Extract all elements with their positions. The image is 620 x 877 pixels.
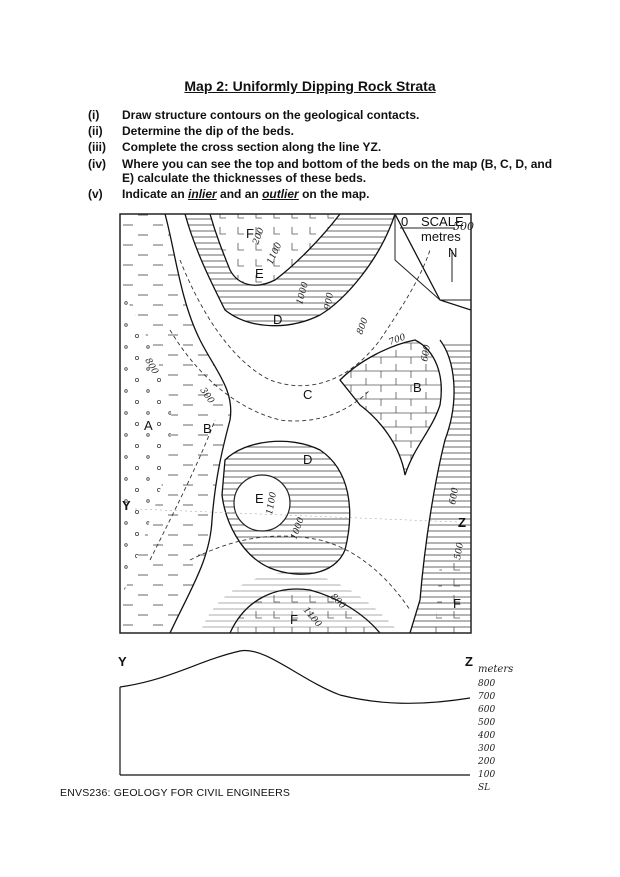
task-number: (iv): [88, 156, 106, 171]
task-item: (ii) Determine the dip of the beds.: [88, 124, 558, 138]
section-label-y: Y: [118, 654, 127, 669]
map-body: [120, 214, 471, 633]
map-frame: [119, 213, 472, 634]
task-number: (i): [88, 108, 100, 122]
elevation-label: 400: [477, 731, 495, 741]
task-text: Complete the cross section along the lin…: [122, 140, 382, 155]
section-elevation-labels: meters 800 700 600 500 400 300 200 100 S…: [477, 664, 513, 793]
elevation-label: 700: [478, 692, 495, 702]
elevation-label: 100: [478, 770, 495, 780]
task-number: (iii): [88, 140, 106, 155]
contour-label: 600: [448, 487, 461, 506]
topographic-contours: [149, 249, 431, 611]
elevation-label: 800: [478, 679, 495, 689]
topographic-profile: [119, 649, 471, 704]
unit-e-central-outline: [233, 474, 291, 532]
unit-label-a: A: [144, 418, 153, 433]
task-text: Where you can see the top and bottom of …: [122, 156, 553, 185]
scale-unit: metres: [421, 229, 461, 244]
unit-label-f: F: [453, 596, 461, 611]
elevation-label: 600: [478, 705, 495, 715]
task-text: Indicate an inlier and an outlier on the…: [122, 186, 370, 201]
section-point-y: Y: [122, 498, 131, 513]
section-line-yz: [134, 508, 459, 523]
scale-value: 500: [453, 220, 474, 233]
section-label-z: Z: [465, 654, 473, 669]
contour-label: 600: [420, 344, 433, 363]
task-item: (iv) Where you can see the top and botto…: [88, 157, 558, 185]
task-number: (v): [88, 186, 103, 201]
elevation-label: 200: [477, 757, 495, 767]
unit-b-area: [120, 214, 231, 633]
unit-label-b: B: [413, 380, 422, 395]
unit-label-f: F: [290, 612, 298, 627]
section-point-z: Z: [458, 515, 466, 530]
task-text: Draw structure contours on the geologica…: [122, 108, 420, 122]
contour-label: 900: [323, 292, 336, 311]
unit-d-east-area: [410, 340, 471, 633]
task-item: (i) Draw structure contours on the geolo…: [88, 108, 558, 122]
page-title: Map 2: Uniformly Dipping Rock Strata: [184, 78, 436, 94]
task-item: (iii) Complete the cross section along t…: [88, 140, 558, 154]
unit-d-south-area: [200, 571, 400, 633]
page-footer: ENVS236: GEOLOGY FOR CIVIL ENGINEERS: [60, 787, 291, 799]
unit-label-d: D: [273, 312, 282, 327]
scale-zero: 0: [401, 214, 408, 229]
contour-label: 500: [453, 542, 466, 561]
task-text: Determine the dip of the beds.: [122, 124, 295, 139]
task-item: (v) Indicate an inlier and an outlier on…: [88, 187, 558, 201]
task-number: (ii): [88, 124, 103, 139]
elevation-label: 300: [478, 744, 495, 754]
cross-section: [119, 649, 471, 776]
unit-label-d: D: [303, 452, 312, 467]
north-label: N: [448, 245, 457, 260]
scale-label: SCALE: [421, 214, 464, 229]
inlier-term: inlier: [188, 186, 217, 201]
unit-label-f: F: [246, 226, 254, 241]
outlier-term: outlier: [262, 186, 299, 201]
task-list: (i) Draw structure contours on the geolo…: [88, 108, 558, 203]
unit-label-e: E: [255, 491, 264, 506]
contour-label: 1100: [265, 491, 279, 516]
unit-labels: A B B C D D E E F F F Y Z: [122, 226, 466, 627]
elevation-label: 500: [478, 718, 495, 728]
geological-contacts: [164, 214, 471, 633]
unit-label-e: E: [255, 266, 264, 281]
unit-f-east-area: [435, 560, 471, 633]
unit-label-c: C: [303, 387, 312, 402]
elevation-label: SL: [478, 783, 490, 793]
unit-b-east-area: [340, 340, 442, 475]
section-unit: meters: [478, 664, 513, 675]
unit-a-area: [120, 290, 172, 600]
unit-label-b: B: [203, 421, 212, 436]
